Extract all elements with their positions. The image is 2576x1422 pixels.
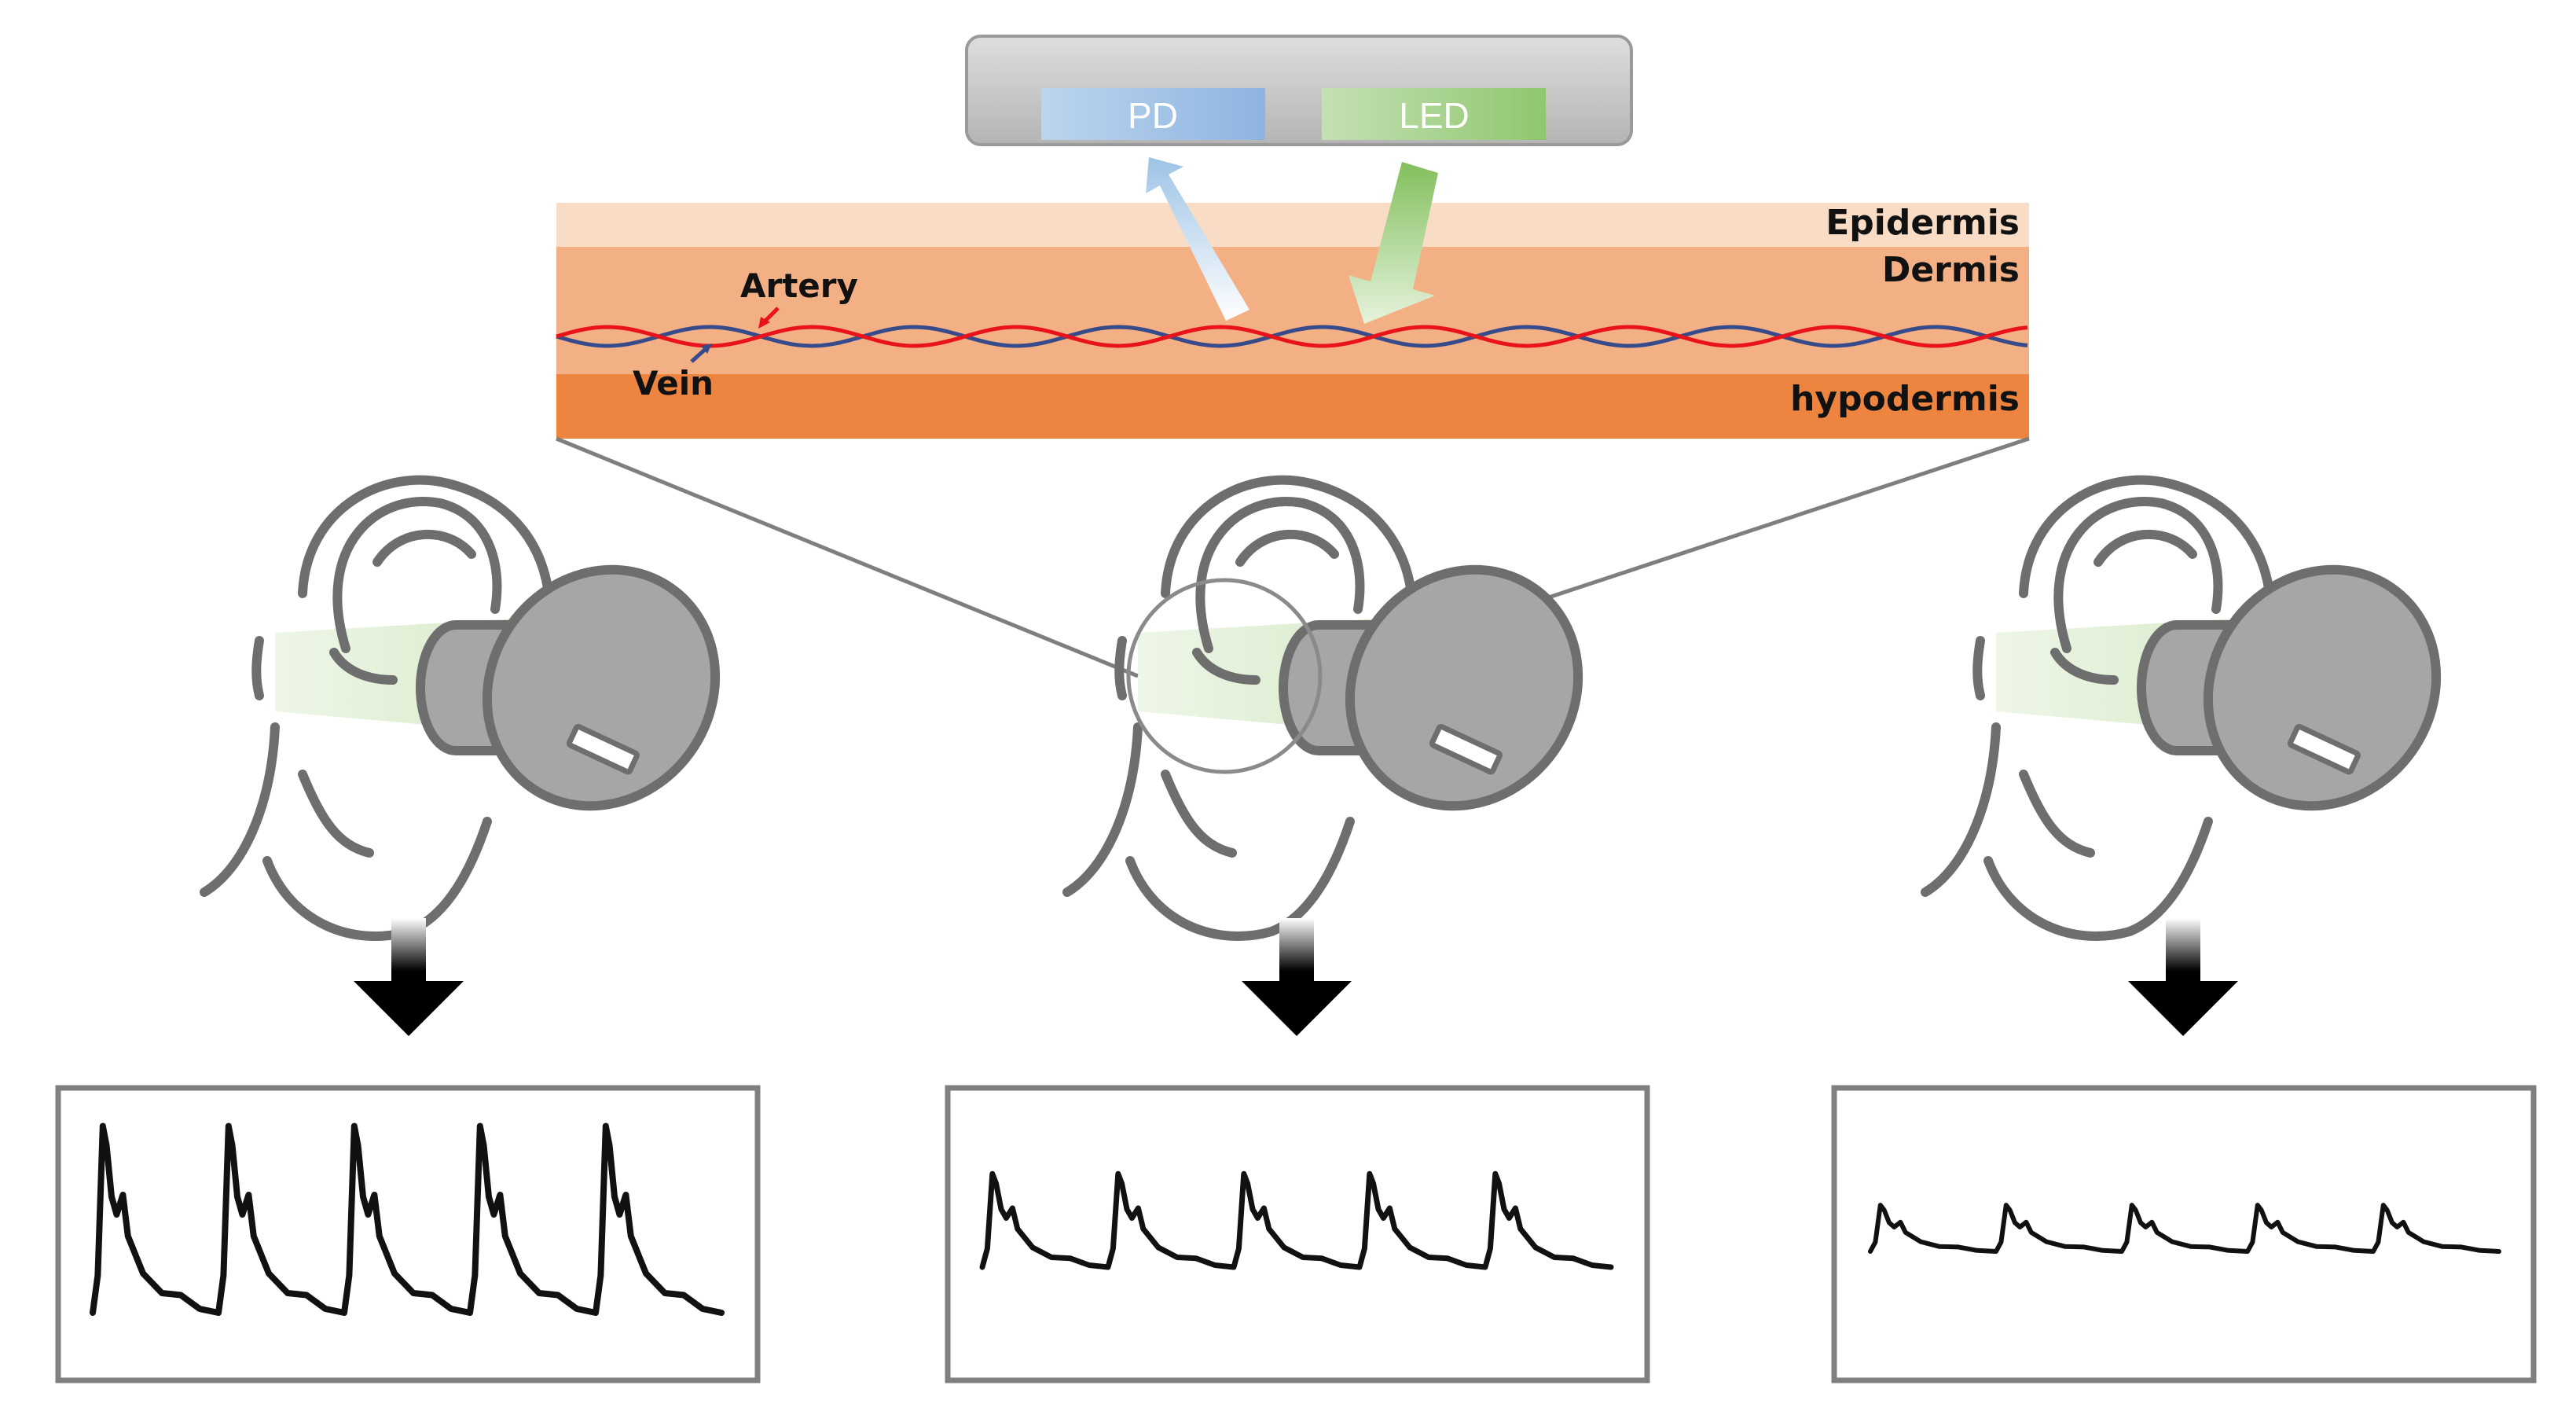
led-light-arrow — [1349, 162, 1438, 324]
ppg-waveform-weak — [1868, 1203, 2501, 1254]
ear-earbud-center — [1067, 480, 1624, 936]
pd-light-arrow — [1146, 157, 1249, 321]
signal-panel-left — [55, 1085, 761, 1383]
artery-line — [556, 325, 2028, 348]
layer-epidermis — [556, 203, 2029, 247]
down-arrow-right — [2128, 918, 2238, 1036]
zoom-line-left — [556, 436, 1139, 678]
signal-panel-center — [945, 1085, 1650, 1383]
label-artery: Artery — [740, 266, 858, 305]
layer-hypodermis — [556, 374, 2029, 439]
layer-dermis — [556, 247, 2029, 374]
ppg-waveform-medium — [979, 1170, 1614, 1270]
label-hypodermis: hypodermis — [1790, 379, 2020, 419]
led-block — [1322, 88, 1546, 140]
ear-earbud-right — [1925, 480, 2482, 936]
vein-pointer-head — [701, 344, 712, 354]
label-vein: Vein — [633, 364, 714, 402]
ear-earbud-left — [204, 480, 761, 936]
zoom-circle — [1126, 578, 1323, 774]
label-epidermis: Epidermis — [1826, 203, 2020, 243]
signal-panel-right — [1831, 1085, 2537, 1383]
ppg-waveform-strong — [90, 1123, 725, 1316]
pd-block — [1041, 88, 1265, 140]
led-label: LED — [1399, 95, 1469, 136]
label-dermis: Dermis — [1882, 250, 2020, 290]
artery-pointer-head — [758, 317, 770, 329]
pd-label: PD — [1128, 95, 1178, 136]
